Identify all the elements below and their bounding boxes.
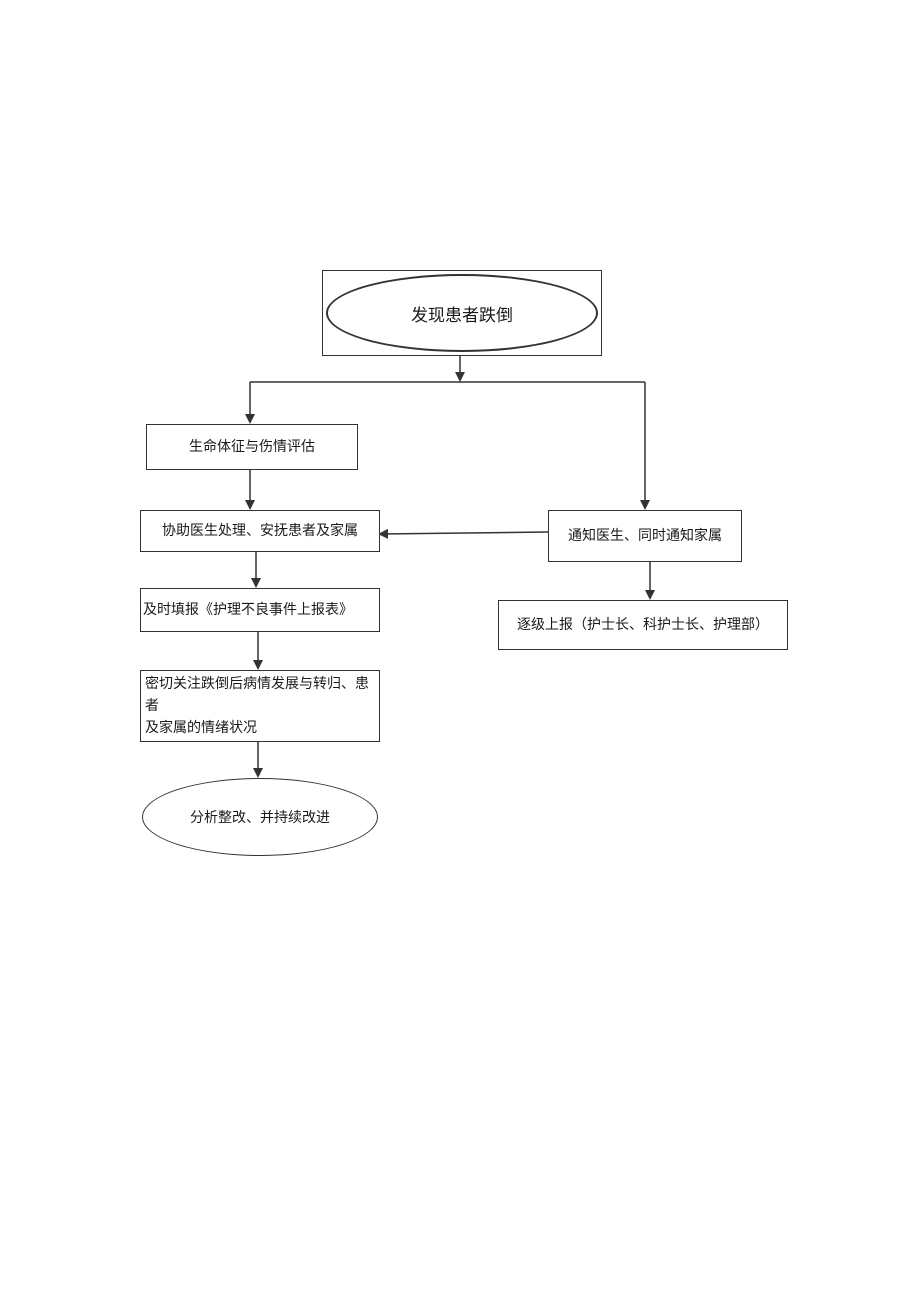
monitor-node-label: 密切关注跌倒后病情发展与转归、患者 及家属的情绪状况	[145, 676, 369, 736]
report-form-node-label: 及时填报《护理不良事件上报表》	[143, 602, 353, 618]
end-node-label: 分析整改、并持续改进	[190, 810, 330, 826]
report-form-node: 及时填报《护理不良事件上报表》	[140, 588, 380, 632]
start-node: 发现患者跌倒	[326, 274, 598, 352]
assess-node: 生命体征与伤情评估	[146, 424, 358, 470]
start-node-frame	[322, 270, 602, 356]
assist-node: 协助医生处理、安抚患者及家属	[140, 510, 380, 552]
escalate-node: 逐级上报（护士长、科护士长、护理部）	[498, 600, 788, 650]
arrow-notify-to-assist	[378, 528, 549, 539]
escalate-node-label: 逐级上报（护士长、科护士长、护理部）	[517, 617, 769, 633]
assess-node-label: 生命体征与伤情评估	[189, 439, 315, 455]
notify-node-label: 通知医生、同时通知家属	[568, 528, 722, 544]
start-node-label: 发现患者跌倒	[411, 305, 513, 326]
notify-node: 通知医生、同时通知家属	[548, 510, 742, 562]
monitor-node: 密切关注跌倒后病情发展与转归、患者 及家属的情绪状况	[140, 670, 380, 742]
end-node: 分析整改、并持续改进	[142, 778, 378, 856]
assist-node-label: 协助医生处理、安抚患者及家属	[162, 523, 358, 539]
